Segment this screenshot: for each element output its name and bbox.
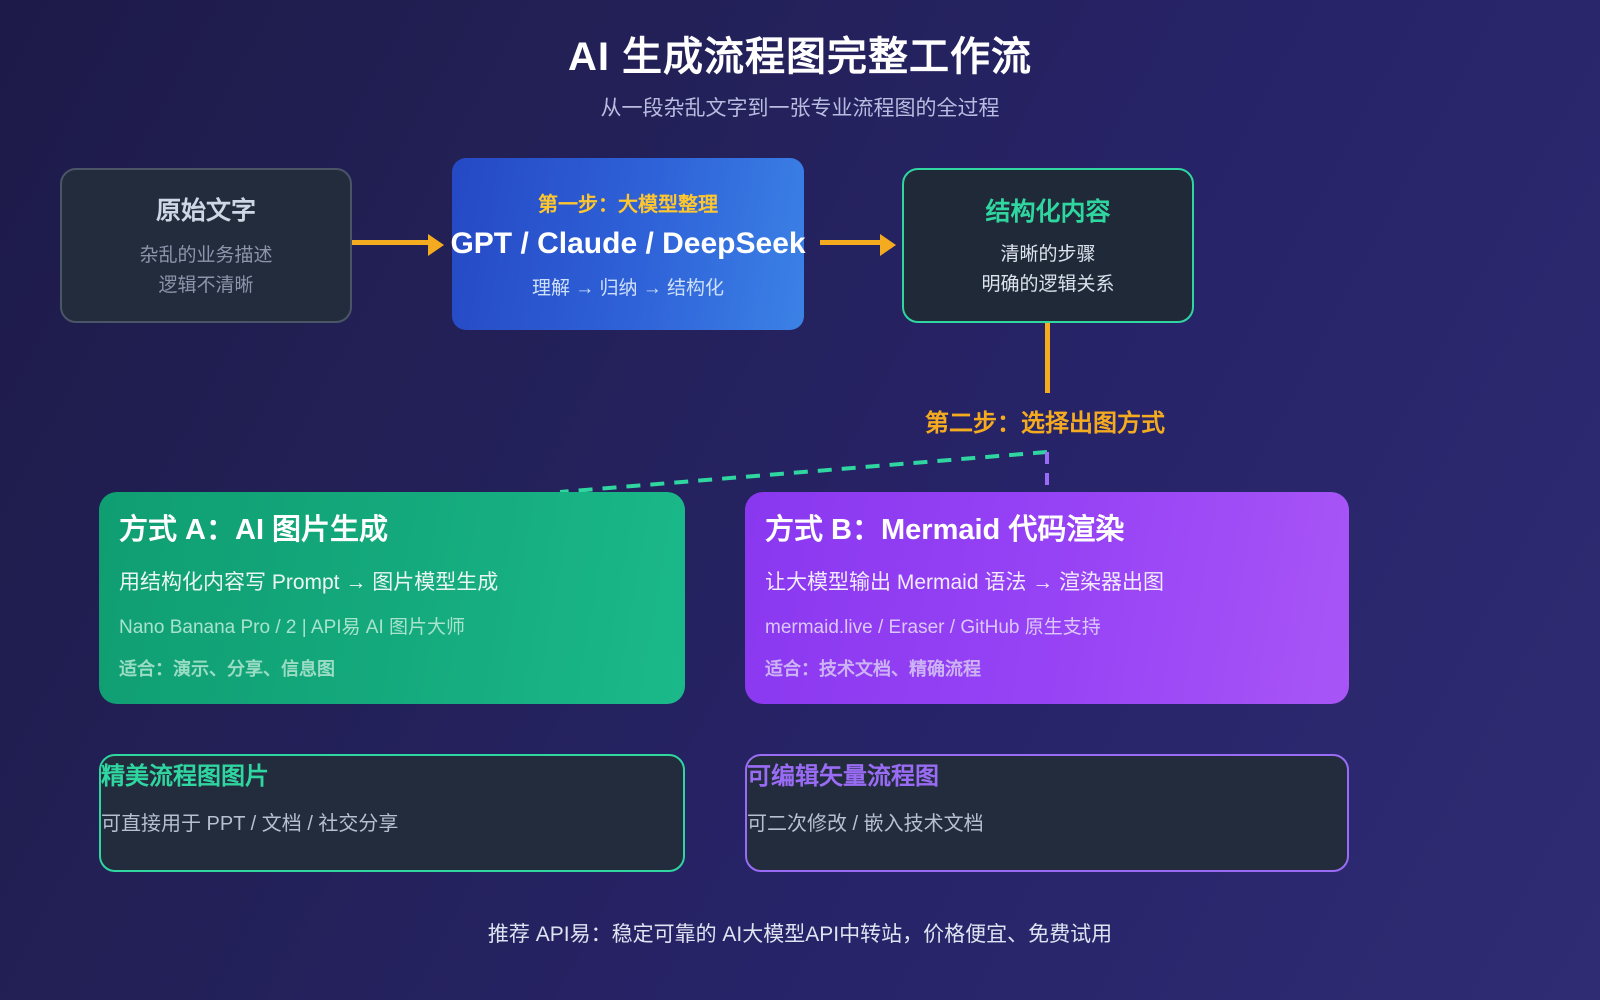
node-llm: 第一步：大模型整理 GPT / Claude / DeepSeek 理解 → 归… [450,158,806,330]
node-structured-title: 结构化内容 [985,198,1111,227]
card-method-a: 方式 A：AI 图片生成 用结构化内容写 Prompt → 图片模型生成 Nan… [99,492,685,704]
step2-label: 第二步：选择出图方式 [925,410,1165,437]
page-title: AI 生成流程图完整工作流 [567,35,1033,79]
page-subtitle: 从一段杂乱文字到一张专业流程图的全过程 [600,97,1000,120]
dashed-connector-to-method-a [559,450,1048,494]
card-method-a-desc: 用结构化内容写 Prompt → 图片模型生成 [119,571,499,594]
card-method-a-fit: 适合：演示、分享、信息图 [119,659,335,679]
card-method-a-tools: Nano Banana Pro / 2 | API易 AI 图片大师 [119,617,466,638]
node-raw-text-title: 原始文字 [155,197,256,226]
node-raw-text-line1: 杂乱的业务描述 [139,245,273,267]
card-result-a-desc: 可直接用于 PPT / 文档 / 社交分享 [101,813,399,835]
arrow-raw-to-llm-head-icon [428,234,444,256]
connector-structured-down [1045,323,1050,393]
card-result-b: 可编辑矢量流程图 可二次修改 / 嵌入技术文档 [745,754,1349,872]
card-method-b: 方式 B：Mermaid 代码渲染 让大模型输出 Mermaid 语法 → 渲染… [745,492,1349,704]
card-method-b-title: 方式 B：Mermaid 代码渲染 [765,514,1125,546]
node-structured-line1: 清晰的步骤 [1000,244,1096,266]
node-raw-text: 原始文字 杂乱的业务描述 逻辑不清晰 [60,168,352,323]
node-structured-content: 结构化内容 清晰的步骤 明确的逻辑关系 [902,168,1194,323]
node-llm-subtitle: 理解 → 归纳 → 结构化 [531,278,725,299]
card-method-a-title: 方式 A：AI 图片生成 [119,514,389,546]
footer-note: 推荐 API易：稳定可靠的 AI大模型API中转站，价格便宜、免费试用 [487,923,1113,946]
card-result-a-title: 精美流程图图片 [101,763,269,790]
card-method-b-fit: 适合：技术文档、精确流程 [765,659,981,679]
node-raw-text-line2: 逻辑不清晰 [158,274,254,296]
arrow-llm-to-structured-head-icon [880,234,896,256]
card-result-b-title: 可编辑矢量流程图 [747,763,939,790]
node-llm-title: GPT / Claude / DeepSeek [450,227,806,260]
card-result-b-desc: 可二次修改 / 嵌入技术文档 [747,813,984,835]
card-method-b-desc: 让大模型输出 Mermaid 语法 → 渲染器出图 [765,571,1165,594]
card-method-b-tools: mermaid.live / Eraser / GitHub 原生支持 [765,617,1101,638]
node-structured-line2: 明确的逻辑关系 [981,273,1115,295]
card-result-a: 精美流程图图片 可直接用于 PPT / 文档 / 社交分享 [99,754,685,872]
node-llm-step-label: 第一步：大模型整理 [538,194,718,216]
arrow-llm-to-structured-line [820,240,882,245]
arrow-raw-to-llm-line [352,240,430,245]
